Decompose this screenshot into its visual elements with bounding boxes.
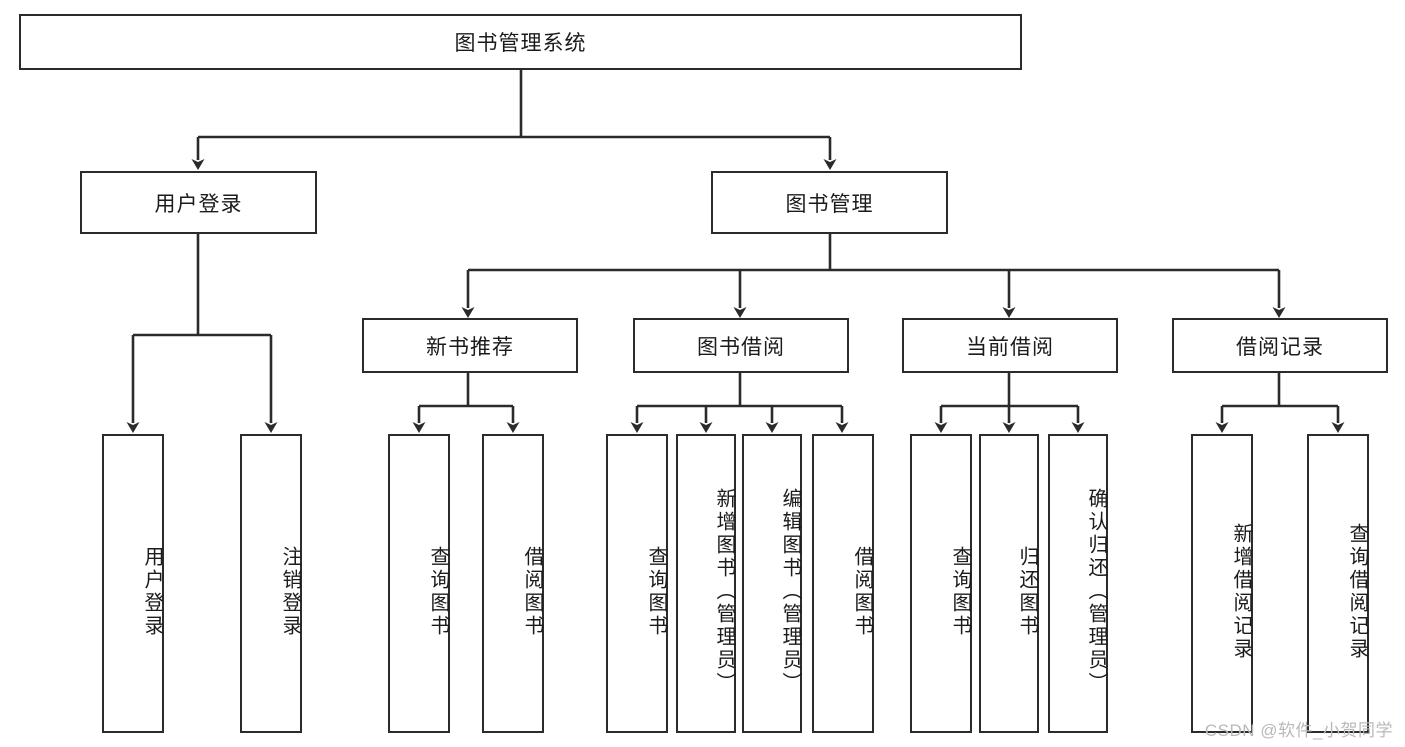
leaf-query-book-borrow[interactable]: 查询图书 bbox=[606, 434, 668, 733]
leaf-query-book-recommend[interactable]: 查询图书 bbox=[388, 434, 450, 733]
node-label: 新增图书（管理员） bbox=[713, 488, 735, 695]
leaf-borrow-book[interactable]: 借阅图书 bbox=[812, 434, 874, 733]
leaf-confirm-return-admin[interactable]: 确认归还（管理员） bbox=[1048, 434, 1108, 733]
node-borrow-record[interactable]: 借阅记录 bbox=[1172, 318, 1388, 373]
leaf-add-borrow-record[interactable]: 新增借阅记录 bbox=[1191, 434, 1253, 733]
node-label: 确认归还（管理员） bbox=[1085, 488, 1107, 695]
node-label: 查询借阅记录 bbox=[1346, 522, 1368, 661]
node-label: 归还图书 bbox=[1016, 545, 1038, 638]
node-label: 图书借阅 bbox=[697, 335, 785, 359]
leaf-edit-book-admin[interactable]: 编辑图书（管理员） bbox=[742, 434, 802, 733]
node-label: 查询图书 bbox=[645, 545, 667, 638]
node-label: 查询图书 bbox=[427, 545, 449, 638]
leaf-user-logout[interactable]: 注销登录 bbox=[240, 434, 302, 733]
node-label: 编辑图书（管理员） bbox=[779, 488, 801, 695]
node-label: 用户登录 bbox=[154, 192, 243, 216]
node-root-book-management-system[interactable]: 图书管理系统 bbox=[19, 14, 1022, 70]
node-label: 借阅图书 bbox=[521, 545, 543, 638]
node-current-borrow[interactable]: 当前借阅 bbox=[902, 318, 1118, 373]
node-new-book-recommend[interactable]: 新书推荐 bbox=[362, 318, 578, 373]
leaf-query-borrow-record[interactable]: 查询借阅记录 bbox=[1307, 434, 1369, 733]
node-label: 借阅记录 bbox=[1236, 335, 1324, 359]
node-label: 用户登录 bbox=[141, 545, 163, 638]
node-label: 图书管理系统 bbox=[454, 32, 587, 55]
node-label: 当前借阅 bbox=[966, 335, 1054, 359]
node-label: 图书管理 bbox=[785, 192, 874, 216]
leaf-add-book-admin[interactable]: 新增图书（管理员） bbox=[676, 434, 736, 733]
node-label: 查询图书 bbox=[949, 545, 971, 638]
node-user-login[interactable]: 用户登录 bbox=[80, 171, 317, 234]
node-label: 注销登录 bbox=[279, 545, 301, 638]
watermark-text: CSDN @软件_小贺同学 bbox=[1204, 721, 1393, 740]
leaf-return-book[interactable]: 归还图书 bbox=[979, 434, 1039, 733]
node-book-management[interactable]: 图书管理 bbox=[711, 171, 948, 234]
leaf-borrow-book-recommend[interactable]: 借阅图书 bbox=[482, 434, 544, 733]
leaf-user-login[interactable]: 用户登录 bbox=[102, 434, 164, 733]
node-label: 新书推荐 bbox=[426, 335, 514, 359]
node-label: 新增借阅记录 bbox=[1230, 522, 1252, 661]
leaf-query-book-current[interactable]: 查询图书 bbox=[910, 434, 972, 733]
node-book-borrow[interactable]: 图书借阅 bbox=[633, 318, 849, 373]
node-label: 借阅图书 bbox=[851, 545, 873, 638]
